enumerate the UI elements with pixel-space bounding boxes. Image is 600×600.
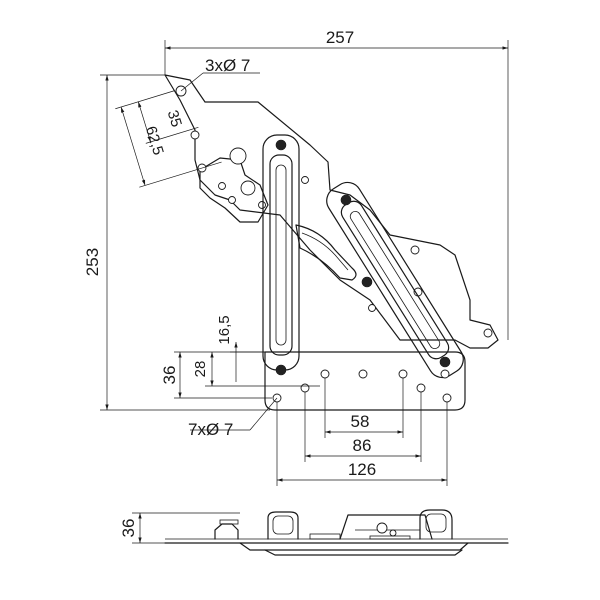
dim-side-height: 36 [119, 519, 138, 538]
base-hole-7 [442, 393, 452, 403]
dim-offset-36: 36 [160, 366, 179, 385]
base-hole-3 [320, 369, 330, 379]
top-mounting-plate [164, 74, 499, 349]
base-hole-5 [398, 369, 408, 379]
diagonal-arm-top-rivet [340, 194, 352, 206]
curved-slot-link [295, 224, 357, 281]
vertical-arm-bottom-rivet [275, 364, 287, 376]
bottom-base-plate [264, 351, 466, 411]
dim-offset-16-5: 16,5 [216, 315, 233, 344]
dim-overall-height: 253 [83, 248, 102, 276]
lever-pin-small [218, 182, 226, 190]
diagonal-arm [326, 181, 464, 379]
lever-pin-low [228, 196, 236, 204]
plate-hole-d [368, 304, 376, 312]
base-hole-2 [300, 383, 310, 393]
curved-slot-inner [301, 232, 349, 271]
dim-offset-62-5: 62,5 [142, 124, 167, 157]
vertical-arm-outer [262, 134, 300, 371]
dim-bottom-holes: 7xØ 7 [188, 420, 233, 439]
base-hole-6 [416, 383, 426, 393]
diagonal-arm-bottom-rivet [439, 356, 451, 368]
lever-pin-top [229, 147, 247, 165]
dim-spacing-58: 58 [351, 412, 370, 431]
vertical-arm-slot [275, 164, 287, 346]
mechanism-front-view [164, 74, 499, 411]
side-view-dimension: 36 [119, 512, 240, 544]
lever-pin-mid [240, 180, 256, 196]
dim-spacing-126: 126 [348, 460, 376, 479]
diagonal-arm-mid-rivet [361, 276, 373, 288]
base-hole-4 [358, 369, 368, 379]
base-hole-8 [440, 369, 450, 379]
dim-offset-28: 28 [192, 361, 209, 378]
dim-overall-width: 257 [326, 28, 354, 47]
vertical-arm-top-rivet [275, 139, 287, 151]
top-hole-2 [190, 130, 200, 140]
mechanism-side-view [164, 509, 509, 556]
plate-hole-e [483, 328, 493, 338]
dim-spacing-86: 86 [353, 436, 372, 455]
dim-top-holes: 3xØ 7 [205, 56, 250, 75]
plate-hole-b [410, 245, 420, 255]
vertical-arm-inner [269, 154, 293, 356]
plate-hole-a [301, 176, 309, 184]
dimension-lines: 257 253 3xØ 7 35 62,5 16,5 28 3 [83, 28, 509, 486]
dim-offset-35: 35 [164, 108, 185, 129]
lever-pin-side [258, 201, 266, 209]
